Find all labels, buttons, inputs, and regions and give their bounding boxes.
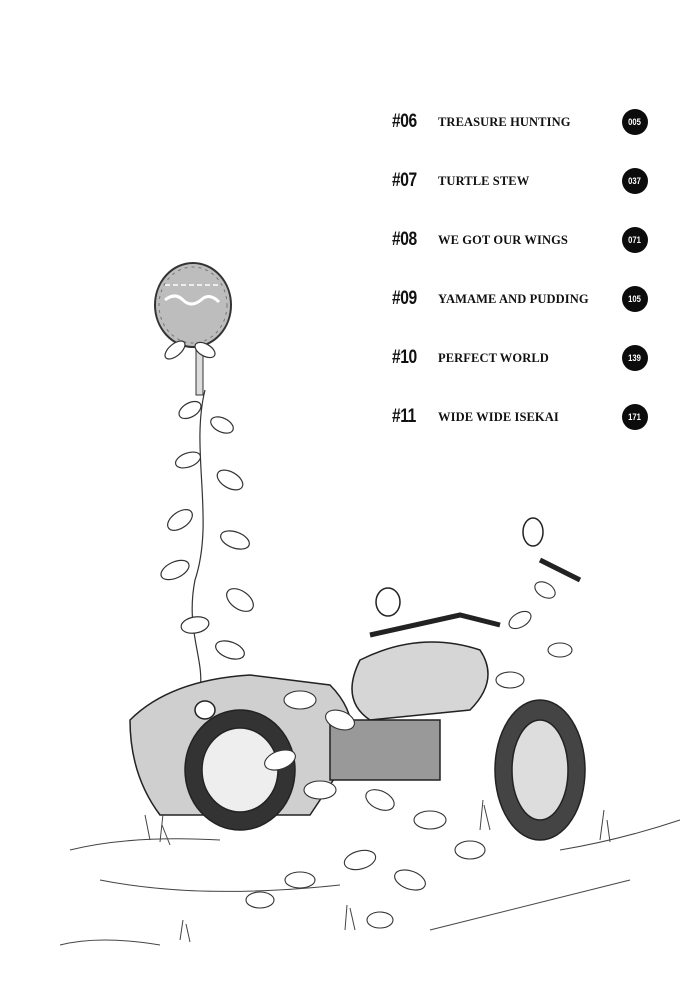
page-number-badge: 071 — [622, 227, 648, 253]
toc-entry[interactable]: #11 WIDE WIDE ISEKAI 171 — [392, 403, 652, 431]
toc-entry[interactable]: #08 WE GOT OUR WINGS 071 — [392, 226, 652, 254]
chapter-number: #09 — [392, 288, 417, 309]
page-number-badge: 037 — [622, 168, 648, 194]
toc-entry[interactable]: #07 TURTLE STEW 037 — [392, 167, 652, 195]
page-number-badge: 139 — [622, 345, 648, 371]
page-number: 171 — [628, 412, 642, 422]
page-number: 071 — [628, 235, 642, 245]
toc-entry[interactable]: #06 TREASURE HUNTING 005 — [392, 108, 652, 136]
chapter-number: #10 — [392, 347, 417, 368]
page-number: 005 — [628, 117, 642, 127]
chapter-title: PERFECT WORLD — [438, 350, 549, 365]
page-number: 139 — [628, 353, 642, 363]
page-number: 105 — [628, 294, 642, 304]
toc-entry[interactable]: #10 PERFECT WORLD 139 — [392, 344, 652, 372]
chapter-title: WE GOT OUR WINGS — [438, 232, 568, 247]
chapter-number: #06 — [392, 111, 417, 132]
chapter-number: #08 — [392, 229, 417, 250]
page-number-badge: 171 — [622, 404, 648, 430]
chapter-title: TREASURE HUNTING — [438, 114, 571, 129]
foliage-illustration — [245, 581, 573, 929]
chapter-title: YAMAME AND PUDDING — [438, 291, 589, 306]
page-number-badge: 105 — [622, 286, 648, 312]
toc-entry[interactable]: #09 YAMAME AND PUDDING 105 — [392, 285, 652, 313]
chapter-title: TURTLE STEW — [438, 173, 530, 188]
page-number: 037 — [628, 176, 642, 186]
vine-illustration — [160, 340, 254, 691]
chapter-title: WIDE WIDE ISEKAI — [438, 409, 559, 424]
chapter-number: #11 — [392, 406, 416, 427]
chapter-number: #07 — [392, 170, 417, 191]
page-number-badge: 005 — [622, 109, 648, 135]
grass-illustration — [59, 799, 681, 946]
sign-illustration — [154, 262, 232, 396]
